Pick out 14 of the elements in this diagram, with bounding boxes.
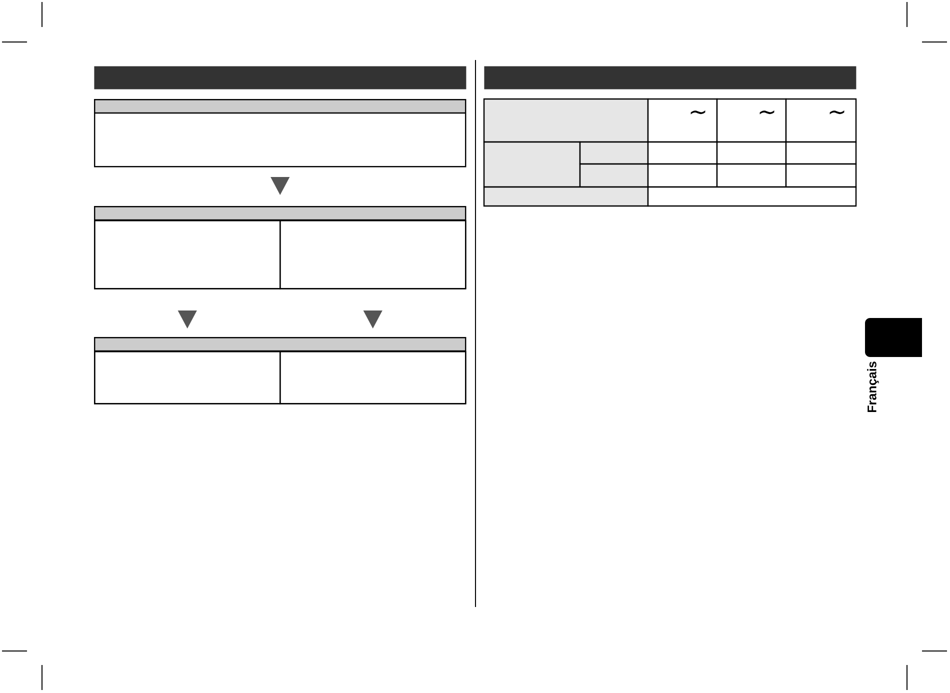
arrow <box>270 176 290 195</box>
arrow <box>178 310 197 328</box>
step-panel <box>280 220 466 290</box>
table-cell: ∼ <box>647 98 718 143</box>
table-cell: ∼ <box>785 98 857 143</box>
step-panel <box>280 351 466 404</box>
tab-label: Français <box>867 362 879 412</box>
title-bar <box>94 66 466 90</box>
table-cell: ∼ <box>716 98 787 143</box>
title-bar <box>484 66 856 90</box>
step-panel <box>94 220 281 290</box>
arrow <box>363 310 382 328</box>
step-panel <box>94 351 281 404</box>
step-box <box>94 99 466 168</box>
